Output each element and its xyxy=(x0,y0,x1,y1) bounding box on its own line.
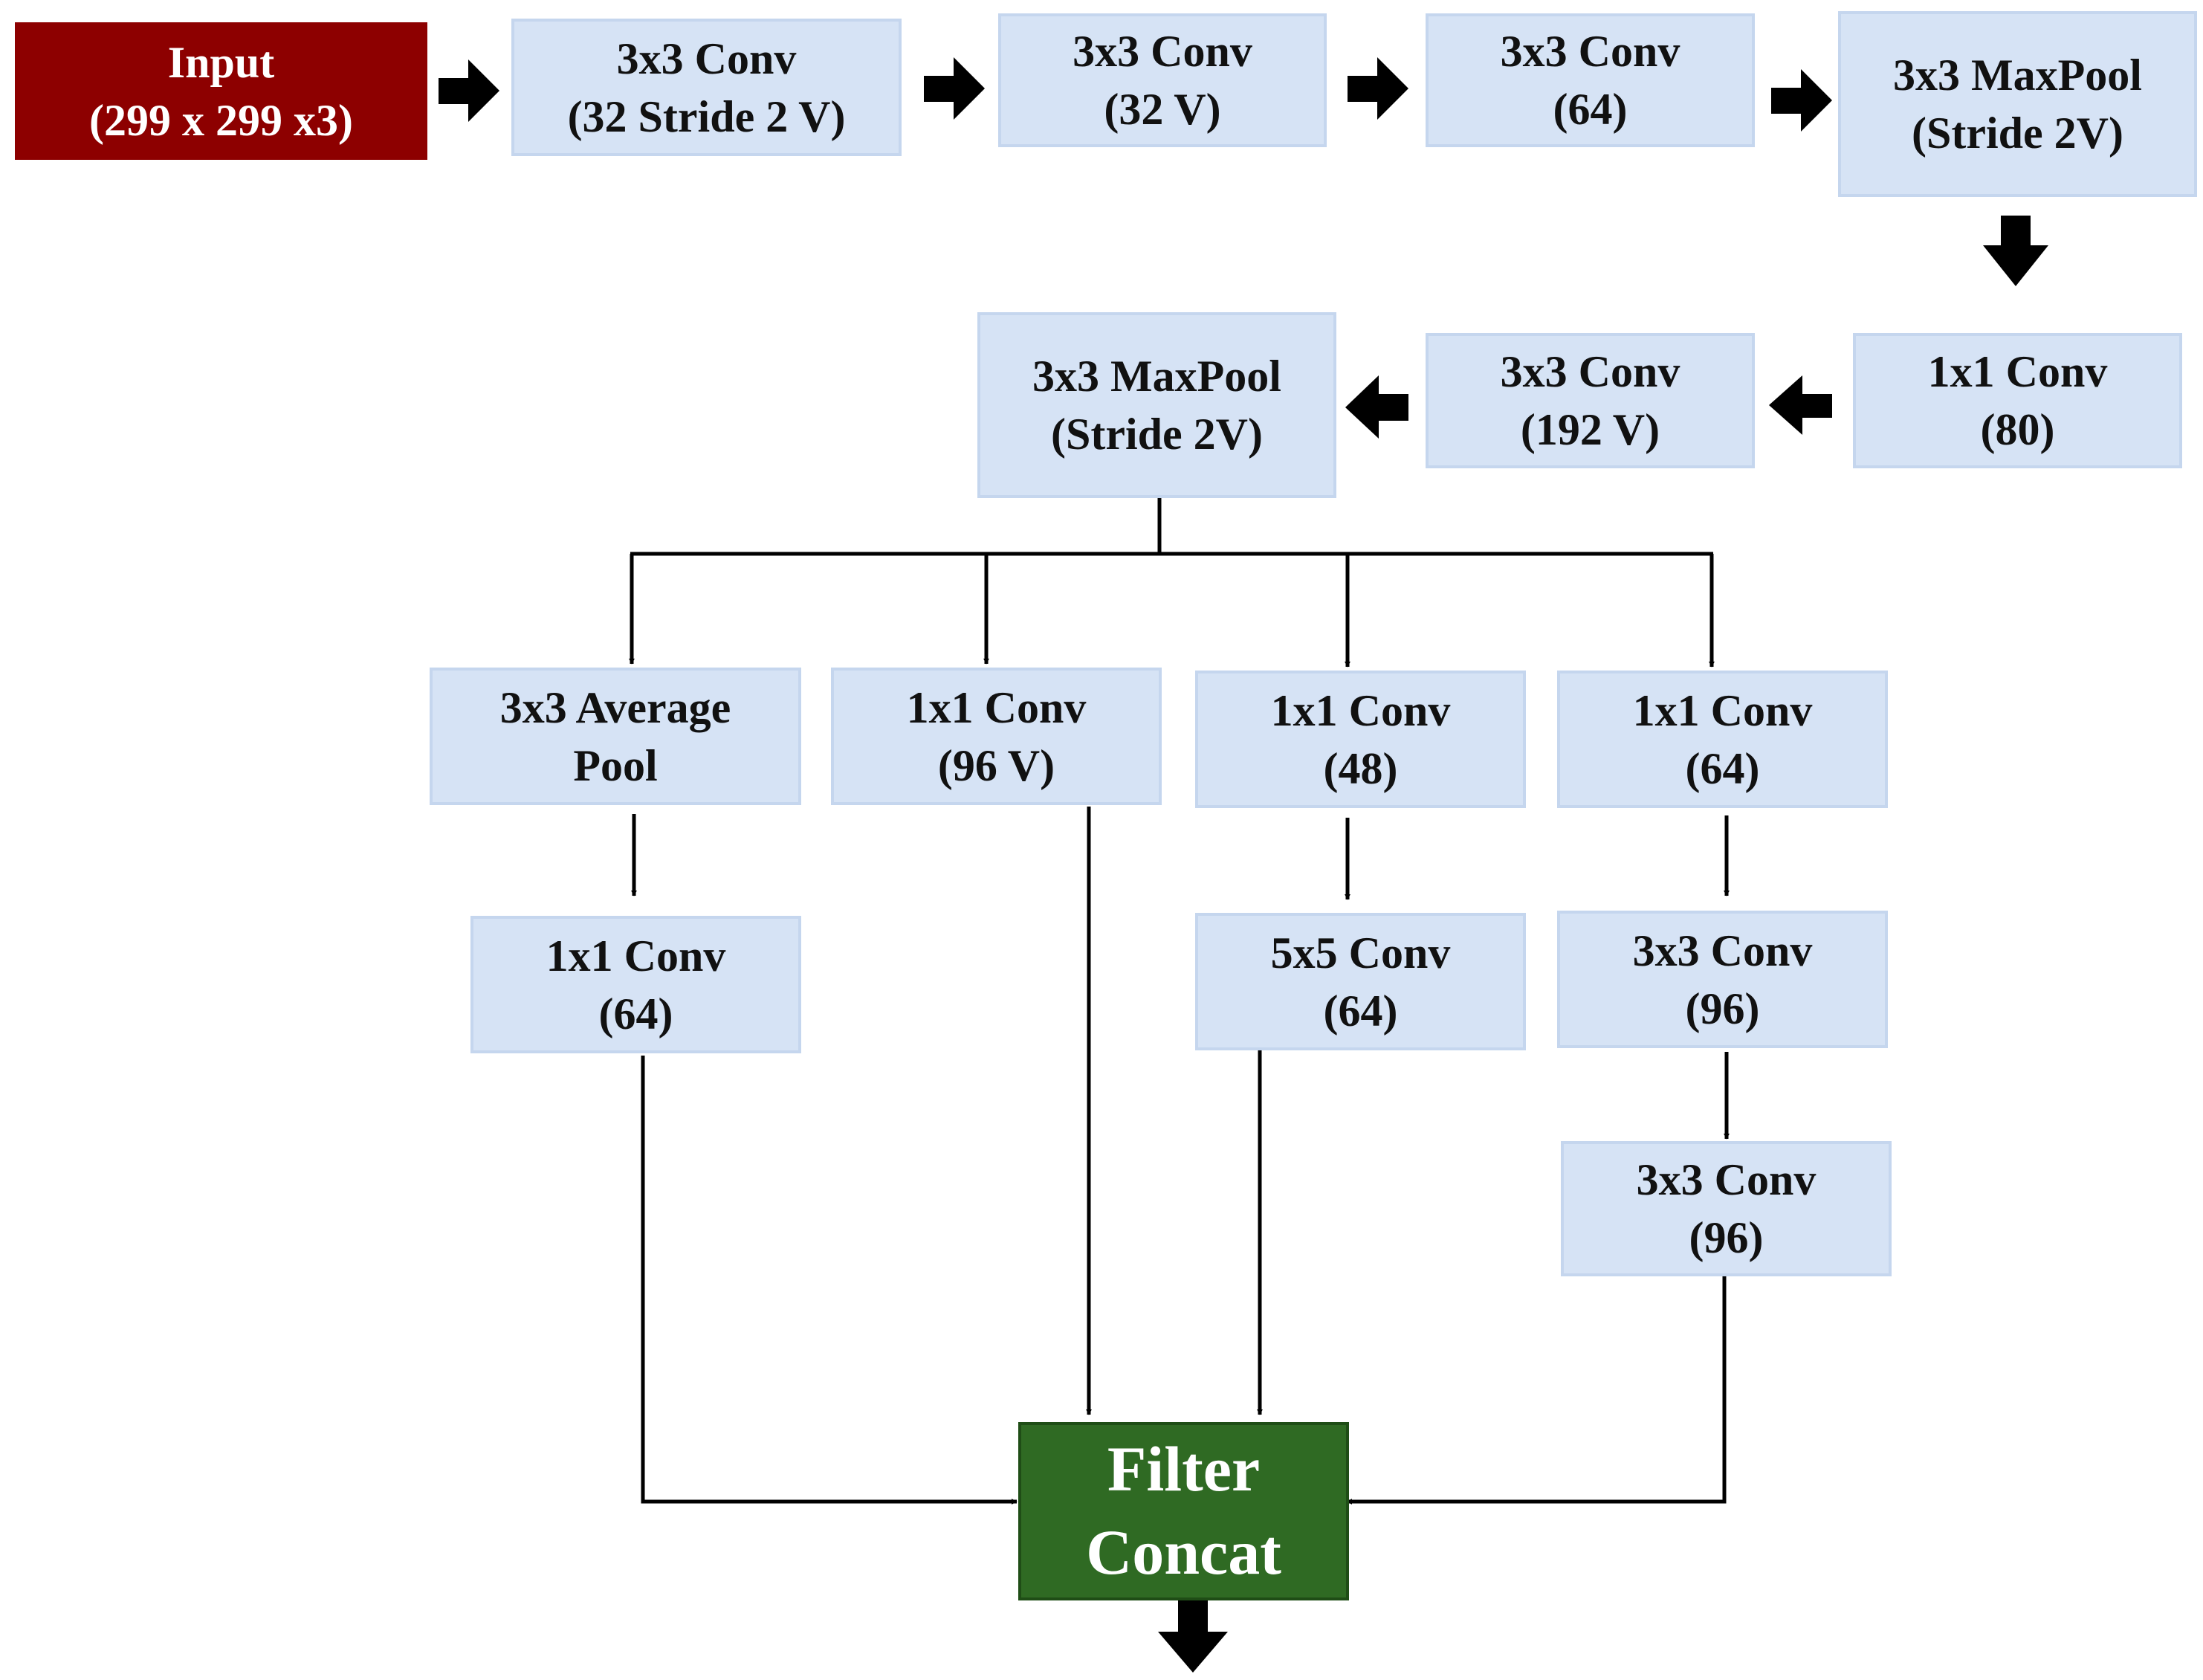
node-conv-64-top: 3x3 Conv (64) xyxy=(1426,13,1755,147)
node-conv-32v-line1: 3x3 Conv xyxy=(1073,27,1252,76)
node-conv-1x1-48: 1x1 Conv (48) xyxy=(1195,671,1526,808)
node-average-pool: 3x3 Average Pool xyxy=(430,668,801,805)
node-conv-192v: 3x3 Conv (192 V) xyxy=(1426,333,1755,468)
thick-arrow-conv-b-to-conv-c xyxy=(1348,57,1408,120)
line-conv-96b-to-concat xyxy=(1346,1276,1727,1505)
node-conv-5x5-64: 5x5 Conv (64) xyxy=(1195,913,1526,1050)
node-conv-1x1-96v: 1x1 Conv (96 V) xyxy=(831,668,1162,805)
node-conv-1x1-64-right: 1x1 Conv (64) xyxy=(1557,671,1888,808)
node-input-line1: Input xyxy=(167,37,275,87)
node-conv-1x1-48-line1: 1x1 Conv xyxy=(1270,685,1451,735)
node-conv-1x1-48-line2: (48) xyxy=(1323,743,1398,793)
node-input: Input (299 x 299 x3) xyxy=(15,22,427,160)
node-conv-1x1-64-left: 1x1 Conv (64) xyxy=(470,916,801,1053)
node-conv-32-stride-2v-line2: (32 Stride 2 V) xyxy=(567,91,846,141)
node-conv-5x5-64-line1: 5x5 Conv xyxy=(1270,928,1451,978)
node-conv-1x1-80: 1x1 Conv (80) xyxy=(1853,333,2182,468)
thick-arrow-concat-output xyxy=(1158,1598,1228,1673)
node-conv-32-stride-2v-line1: 3x3 Conv xyxy=(616,33,797,83)
line-conv-64a-to-concat xyxy=(641,1056,1018,1505)
node-conv-1x1-64-right-line2: (64) xyxy=(1685,743,1760,793)
node-maxpool-1-line2: (Stride 2V) xyxy=(1912,109,2123,158)
node-conv-3x3-96-a-line1: 3x3 Conv xyxy=(1632,925,1813,975)
node-conv-1x1-80-line1: 1x1 Conv xyxy=(1927,347,2108,396)
node-conv-1x1-80-line2: (80) xyxy=(1980,405,2055,454)
node-conv-3x3-96-a-line2: (96) xyxy=(1685,983,1760,1033)
node-average-pool-line2: Pool xyxy=(573,740,658,790)
node-conv-3x3-96-b: 3x3 Conv (96) xyxy=(1561,1141,1892,1276)
node-maxpool-2-line1: 3x3 MaxPool xyxy=(1032,352,1281,401)
node-conv-3x3-96-b-line2: (96) xyxy=(1689,1213,1764,1262)
node-conv-1x1-64-right-line1: 1x1 Conv xyxy=(1632,685,1813,735)
node-conv-64-top-line1: 3x3 Conv xyxy=(1500,27,1680,76)
node-maxpool-1: 3x3 MaxPool (Stride 2V) xyxy=(1838,11,2197,197)
node-conv-192v-line1: 3x3 Conv xyxy=(1500,347,1680,396)
node-filter-concat-line1: Filter xyxy=(1107,1433,1261,1505)
thick-arrow-input-to-conv-a xyxy=(439,59,499,122)
node-maxpool-2-line2: (Stride 2V) xyxy=(1051,410,1263,459)
node-conv-32-stride-2v: 3x3 Conv (32 Stride 2 V) xyxy=(511,19,902,156)
node-conv-3x3-96-a: 3x3 Conv (96) xyxy=(1557,911,1888,1048)
node-conv-32v-line2: (32 V) xyxy=(1104,85,1221,134)
thick-arrow-conv-192-to-maxpool-2 xyxy=(1345,375,1408,439)
node-conv-1x1-64-left-line1: 1x1 Conv xyxy=(546,931,726,980)
thick-arrow-conv-80-to-conv-192 xyxy=(1769,375,1832,435)
node-maxpool-2: 3x3 MaxPool (Stride 2V) xyxy=(977,312,1336,498)
node-average-pool-line1: 3x3 Average xyxy=(499,682,731,732)
node-conv-1x1-96v-line1: 1x1 Conv xyxy=(906,682,1087,732)
thick-arrow-conv-a-to-conv-b xyxy=(924,57,985,120)
thick-arrow-maxpool-1-to-conv-80 xyxy=(1983,216,2048,286)
node-conv-64-top-line2: (64) xyxy=(1553,85,1628,134)
node-filter-concat-line2: Concat xyxy=(1086,1516,1281,1588)
node-conv-3x3-96-b-line1: 3x3 Conv xyxy=(1636,1155,1817,1204)
node-conv-192v-line2: (192 V) xyxy=(1520,405,1660,454)
thick-arrow-conv-c-to-maxpool-1 xyxy=(1771,69,1832,132)
node-conv-1x1-96v-line2: (96 V) xyxy=(937,740,1055,790)
node-maxpool-1-line1: 3x3 MaxPool xyxy=(1893,51,2142,100)
node-conv-32v: 3x3 Conv (32 V) xyxy=(998,13,1327,147)
node-filter-concat: Filter Concat xyxy=(1018,1422,1349,1600)
node-conv-5x5-64-line2: (64) xyxy=(1323,986,1398,1036)
node-input-line2: (299 x 299 x3) xyxy=(89,95,353,145)
node-conv-1x1-64-left-line2: (64) xyxy=(598,989,673,1038)
